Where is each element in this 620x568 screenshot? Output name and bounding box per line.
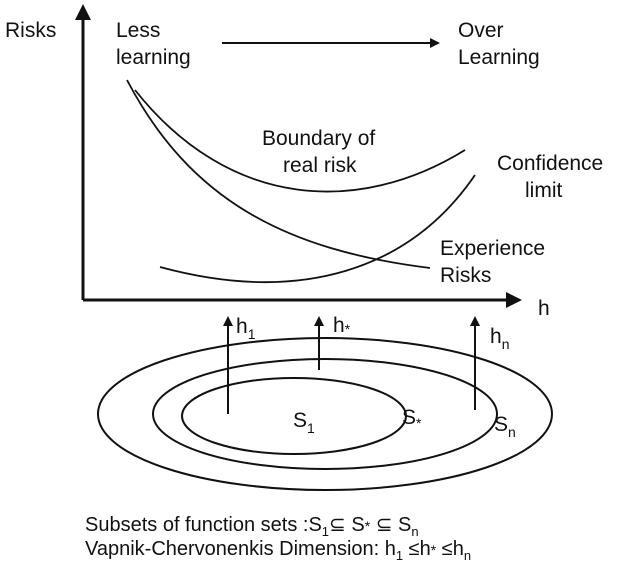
over-learning-label-2: Learning — [458, 46, 540, 69]
real-risk-boundary-curve — [134, 89, 466, 193]
set-sstar-label: S* — [402, 406, 422, 431]
hn-label: hn — [490, 325, 509, 352]
set-sn-label: Sn — [494, 413, 516, 440]
x-axis-arrow — [506, 292, 522, 308]
set-sstar-ellipse — [152, 358, 498, 470]
experience-label-2: Risks — [440, 264, 491, 287]
y-axis-arrow — [75, 4, 91, 20]
caption-vc-dimension: Vapnik-Chervonenkis Dimension: h1 ≤h* ≤h… — [85, 538, 472, 563]
boundary-label-2: real risk — [283, 154, 357, 177]
set-sn-ellipse — [97, 337, 553, 491]
less-learning-label: Less — [116, 19, 160, 42]
set-s1-label: S1 — [293, 409, 315, 436]
over-learning-label: Over — [458, 19, 504, 42]
confidence-label-2: limit — [525, 179, 562, 202]
experience-risk-curve — [126, 79, 431, 269]
h1-label: h1 — [236, 315, 256, 342]
x-axis-label: h — [538, 297, 550, 320]
confidence-limit-curve — [159, 174, 476, 283]
experience-label: Experience — [440, 237, 545, 260]
less-learning-label-2: learning — [116, 46, 191, 69]
boundary-label: Boundary of — [262, 127, 375, 150]
hstar-label: h* — [333, 314, 351, 337]
caption-subsets: Subsets of function sets :S1⊆ S* ⊆ Sn — [85, 514, 419, 539]
y-axis-label: Risks — [5, 19, 56, 42]
confidence-label: Confidence — [497, 152, 603, 175]
set-s1-ellipse — [181, 377, 407, 455]
